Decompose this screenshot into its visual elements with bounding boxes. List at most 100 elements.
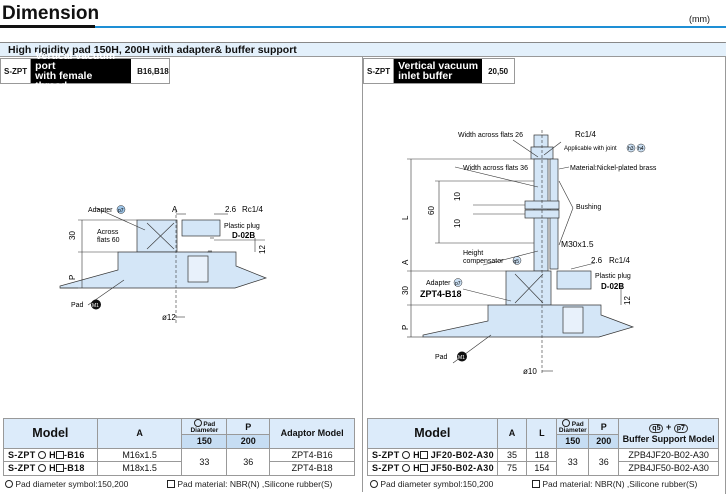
model-cell: S-ZPT H-B18 xyxy=(3,461,98,476)
material-label: Material:Nickel-plated brass xyxy=(570,165,657,172)
adapter-ref-icon xyxy=(116,205,126,214)
title-rule xyxy=(0,25,95,28)
p150-cell: 33 xyxy=(181,447,228,476)
dim-2-6: 2.6 xyxy=(591,256,603,265)
bushing-label: Bushing xyxy=(576,204,601,211)
col-l: L xyxy=(526,418,558,449)
table-row: S-ZPT H JF20-B02-A30 35 118 33 36 ZPB4JF… xyxy=(367,447,719,476)
col-p: P xyxy=(588,418,620,435)
table-row: S-ZPT H JF50-B02-A30 75 154 ZPB4JF50-B02… xyxy=(367,461,719,476)
unit-label: (mm) xyxy=(689,14,710,24)
model-prefix: S-ZPT xyxy=(8,449,36,460)
model-suffix: -B16 xyxy=(63,449,85,460)
across-flats-line-1: Across xyxy=(97,229,119,236)
square-symbol-icon xyxy=(532,480,540,488)
height-label-2: compensator xyxy=(463,258,504,265)
adaptor-cell: ZPT4-B16 xyxy=(269,447,355,462)
dim-30: 30 xyxy=(401,286,410,295)
model-suffix: JF50-B02-A30 xyxy=(430,463,494,474)
note-pad-material: Pad material: NBR(N) ,Silicone rubber(S) xyxy=(167,479,332,489)
pad-ref: M1 xyxy=(92,303,99,309)
circle-symbol-icon xyxy=(402,464,411,473)
pad-diameter-label: Pad Diameter xyxy=(190,421,219,434)
column-divider xyxy=(362,57,363,492)
model-suffix: JF20-B02-A30 xyxy=(430,449,494,460)
hc-ref: q5 xyxy=(514,259,520,265)
buffer-cell: ZPB4JF20-B02-A30 xyxy=(618,447,719,462)
table-row: S-ZPT H-B16 M16x1.5 33 36 ZPT4-B16 xyxy=(3,447,355,476)
model-cell: S-ZPT H JF50-B02-A30 xyxy=(367,461,498,476)
model-cell: S-ZPT H -B16 xyxy=(3,447,98,462)
adapter-ref: p7 xyxy=(455,281,461,287)
l-cell: 118 xyxy=(526,447,558,462)
col-a: A xyxy=(96,418,183,449)
model-suffix: -B18 xyxy=(63,463,85,474)
plug-model: D-02B xyxy=(232,231,255,240)
col-adaptor: Adaptor Model xyxy=(269,418,355,449)
col-200: 200 xyxy=(226,434,271,449)
square-symbol-icon xyxy=(167,480,175,488)
right-dimension-drawing: Width across flats 26 Rc1/4 Applicable w… xyxy=(401,130,657,376)
waf36-label: Width across flats 36 xyxy=(463,165,528,172)
left-dimension-drawing: Adapter p7 Across flats 60 A 2.6 Rc1/4 P… xyxy=(59,205,268,325)
circle-symbol-icon xyxy=(38,450,47,459)
adapter-label: Adapter xyxy=(88,207,113,214)
dim-p: P xyxy=(68,275,77,280)
circle-symbol-icon xyxy=(38,464,47,473)
circle-symbol-icon xyxy=(193,419,202,427)
circle-symbol-icon xyxy=(370,480,378,488)
model-mid: H xyxy=(49,449,56,460)
l-cell: 154 xyxy=(526,461,558,476)
circle-symbol-icon xyxy=(5,480,13,488)
model-prefix: S-ZPT xyxy=(8,463,36,474)
note-pad-diameter: Pad diameter symbol:150,200 xyxy=(370,479,493,489)
dim-12: 12 xyxy=(258,245,267,254)
dim-2-6: 2.6 xyxy=(225,205,237,214)
page-title: Dimension xyxy=(2,3,100,24)
adaptor-cell: ZPT4-B18 xyxy=(269,461,355,476)
model-mid: H xyxy=(413,463,420,474)
circle-symbol-icon xyxy=(561,419,570,427)
a-cell: M18x1.5 xyxy=(96,461,183,476)
note-text: Pad diameter symbol:150,200 xyxy=(380,479,494,489)
a-cell: 75 xyxy=(496,461,528,476)
model-prefix: S-ZPT xyxy=(372,449,400,460)
col-200: 200 xyxy=(588,434,620,449)
col-p: P xyxy=(226,418,271,435)
buffer-cell: ZPB4JF50-B02-A30 xyxy=(618,461,719,476)
pad-ref-icon xyxy=(91,299,101,310)
codes-label: B16,B18 xyxy=(137,66,169,76)
model-mid: H xyxy=(413,449,420,460)
note-text: Pad diameter symbol:150,200 xyxy=(15,479,129,489)
across-flats-line-2: flats 60 xyxy=(97,237,120,244)
col-model: Model xyxy=(367,418,498,449)
rc-label-2: Rc1/4 xyxy=(609,256,630,265)
note-text: Pad material: NBR(N) ,Silicone rubber(S) xyxy=(177,479,333,489)
joint-ref-1: h3 xyxy=(628,146,634,152)
buffer-label: Buffer Support Model xyxy=(622,433,715,444)
p200-cell: 36 xyxy=(226,447,271,476)
adapter-label: Adapter xyxy=(426,280,451,287)
codes-label: 20,50 xyxy=(488,66,509,76)
type-line-1: Vertical vacuum port xyxy=(35,50,116,72)
a-cell: 35 xyxy=(496,447,528,462)
p200-cell: 36 xyxy=(588,447,620,476)
ref-q5: q5 xyxy=(649,423,664,433)
table-row: S-ZPT H-B18 M18x1.5 ZPT4-B18 xyxy=(3,461,355,476)
hc-ref-icon xyxy=(512,256,522,265)
adapter-ref-icon xyxy=(453,278,463,287)
series-label: S-ZPT xyxy=(364,59,395,83)
type-line-2: with female thread xyxy=(35,70,93,92)
waf26-label: Width across flats 26 xyxy=(458,132,523,139)
pad-label: Pad xyxy=(435,354,448,361)
dim-60: 60 xyxy=(427,206,436,215)
type-line-1: Vertical vacuum xyxy=(398,60,479,72)
dim-dia: ø10 xyxy=(523,367,537,376)
left-model-table: Model A Pad Diameter P Adaptor Model 150… xyxy=(3,418,355,476)
type-line-2: inlet buffer xyxy=(398,70,453,82)
